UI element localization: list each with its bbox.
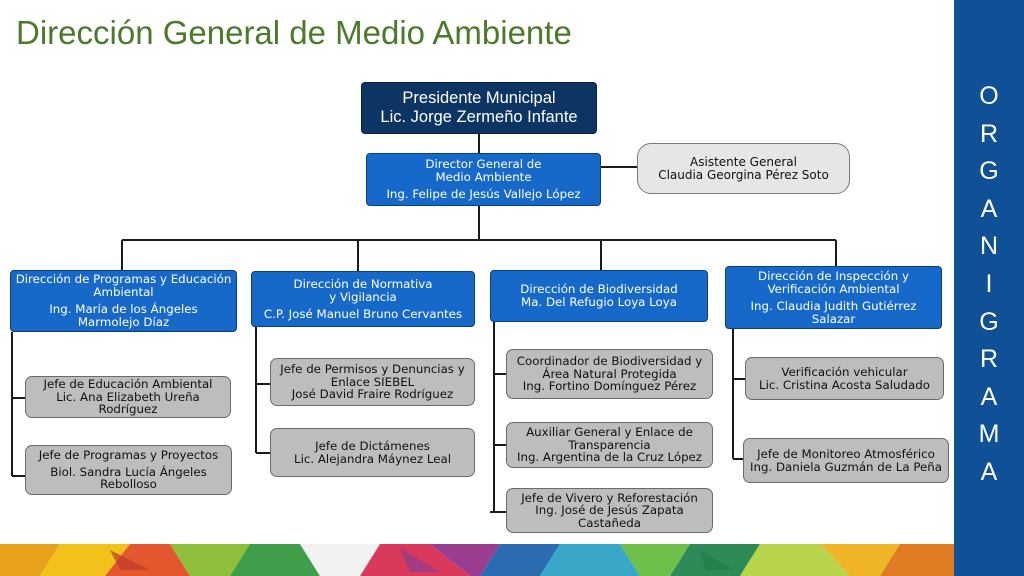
assistant-name: Claudia Georgina Pérez Soto: [658, 167, 829, 182]
dept-title-line: Dirección de Biodiversidad: [520, 282, 678, 296]
director-title-line: Director General de: [425, 157, 542, 171]
dept-programs-box: Dirección de Programas y Educación Ambie…: [10, 270, 237, 332]
sub-line: Jefe de Monitoreo Atmosférico: [757, 446, 935, 461]
dept-inspeccion-box: Dirección de Inspección y Verificación A…: [725, 266, 942, 329]
sidebar-letter: A: [980, 194, 998, 223]
sidebar-letter: A: [980, 382, 998, 411]
sidebar-letter: G: [979, 307, 999, 336]
dept-head-name: C.P. José Manuel Bruno Cervantes: [263, 306, 463, 321]
sub-line: Jefe de Programas y Proyectos: [38, 448, 219, 463]
sub-line: Ing. José de Jesús Zapata: [535, 503, 684, 518]
president-name: Lic. Jorge Zermeño Infante: [380, 108, 578, 126]
sub-line: Rodríguez: [98, 402, 158, 417]
sub-coordinador-biodiversidad-box: Coordinador de Biodiversidad y Área Natu…: [506, 349, 713, 399]
sub-line: Verificación vehicular: [781, 364, 908, 379]
sidebar: O R G A N I G R A M A: [954, 0, 1024, 576]
sidebar-letter: A: [980, 457, 998, 486]
sub-line: Transparencia: [568, 437, 651, 452]
sub-educacion-ambiental-box: Jefe de Educación Ambiental Lic. Ana Eli…: [25, 376, 231, 418]
sub-line: Área Natural Protegida: [542, 366, 677, 381]
assistant-title: Asistente General: [690, 154, 797, 169]
sidebar-letter: G: [979, 157, 999, 186]
dept-title-line: y Vigilancia: [329, 289, 397, 304]
sub-vivero-reforestacion-box: Jefe de Vivero y Reforestación Ing. José…: [506, 488, 713, 533]
sub-line: Jefe de Vivero y Reforestación: [521, 490, 698, 505]
sidebar-letter: I: [985, 269, 993, 298]
sub-line: Jefe de Educación Ambiental: [43, 377, 213, 392]
president-box: Presidente Municipal Lic. Jorge Zermeño …: [361, 82, 597, 134]
sub-line: Ing. Fortino Domínguez Pérez: [522, 379, 697, 394]
sub-line: Ing. Argentina de la Cruz López: [516, 450, 703, 465]
dept-title-line: Dirección de Programas y Educación: [15, 272, 232, 286]
assistant-box: Asistente General Claudia Georgina Pérez…: [637, 143, 850, 194]
sub-line: Enlace SIEBEL: [330, 374, 415, 389]
president-title: Presidente Municipal: [402, 89, 556, 107]
dept-biodiversidad-box: Dirección de Biodiversidad Ma. Del Refug…: [490, 270, 708, 322]
sub-programas-proyectos-box: Jefe de Programas y Proyectos Biol. Sand…: [25, 445, 232, 495]
dept-head-name: Salazar: [811, 311, 856, 326]
sub-line: Castañeda: [578, 515, 641, 530]
sub-permisos-denuncias-box: Jefe de Permisos y Denuncias y Enlace SI…: [270, 358, 475, 406]
vertical-word: O R G A N I G R A M A: [954, 78, 1024, 492]
director-name: Ing. Felipe de Jesús Vallejo López: [386, 187, 581, 201]
dept-head-name: Marmolejo Díaz: [77, 315, 170, 329]
sub-line: Lic. Cristina Acosta Saludado: [759, 377, 930, 392]
sub-line: Lic. Ana Elizabeth Ureña: [56, 389, 200, 404]
org-chart-connectors: [11, 134, 837, 513]
director-box: Director General de Medio Ambiente Ing. …: [366, 153, 601, 206]
dept-head-name: Ing. María de los Ángeles: [49, 302, 198, 316]
sub-auxiliar-transparencia-box: Auxiliar General y Enlace de Transparenc…: [506, 422, 713, 468]
sidebar-letter: R: [979, 119, 999, 148]
sub-line: Auxiliar General y Enlace de: [526, 425, 693, 440]
sidebar-letter: O: [979, 82, 999, 110]
sub-line: Jefe de Permisos y Denuncias y: [280, 362, 465, 377]
sub-line: Jefe de Dictámenes: [315, 438, 430, 453]
page-title: Dirección General de Medio Ambiente: [16, 14, 572, 51]
sub-verificacion-vehicular-box: Verificación vehicular Lic. Cristina Aco…: [745, 357, 944, 400]
sidebar-letter: N: [979, 232, 999, 261]
dept-title-line: Ambiental: [93, 285, 154, 299]
dept-title-line: Verificación Ambiental: [767, 281, 900, 296]
sub-dictamenes-box: Jefe de Dictámenes Lic. Alejandra Máynez…: [270, 428, 475, 477]
dept-normativa-box: Dirección de Normativa y Vigilancia C.P.…: [251, 271, 475, 327]
decorative-bottom-stripe: [0, 544, 954, 576]
sub-monitoreo-atmosferico-box: Jefe de Monitoreo Atmosférico Ing. Danie…: [743, 438, 949, 483]
sub-line: José David Fraire Rodríguez: [291, 387, 454, 402]
sub-line: Coordinador de Biodiversidad y: [516, 354, 703, 369]
director-title-line: Medio Ambiente: [435, 170, 532, 184]
sidebar-letter: R: [979, 345, 999, 374]
dept-head-name: Ing. Claudia Judith Gutiérrez: [750, 298, 917, 313]
dept-head-name: Ma. Del Refugio Loya Loya: [521, 295, 677, 309]
sub-line: Rebolloso: [100, 477, 157, 492]
sub-line: Ing. Daniela Guzmán de La Peña: [750, 459, 942, 474]
sidebar-letter: M: [978, 420, 1000, 449]
sub-line: Lic. Alejandra Máynez Leal: [294, 451, 451, 466]
dept-title-line: Dirección de Inspección y: [758, 268, 909, 283]
sub-line: Biol. Sandra Lucía Ángeles: [50, 464, 207, 479]
dept-title-line: Dirección de Normativa: [293, 276, 433, 291]
